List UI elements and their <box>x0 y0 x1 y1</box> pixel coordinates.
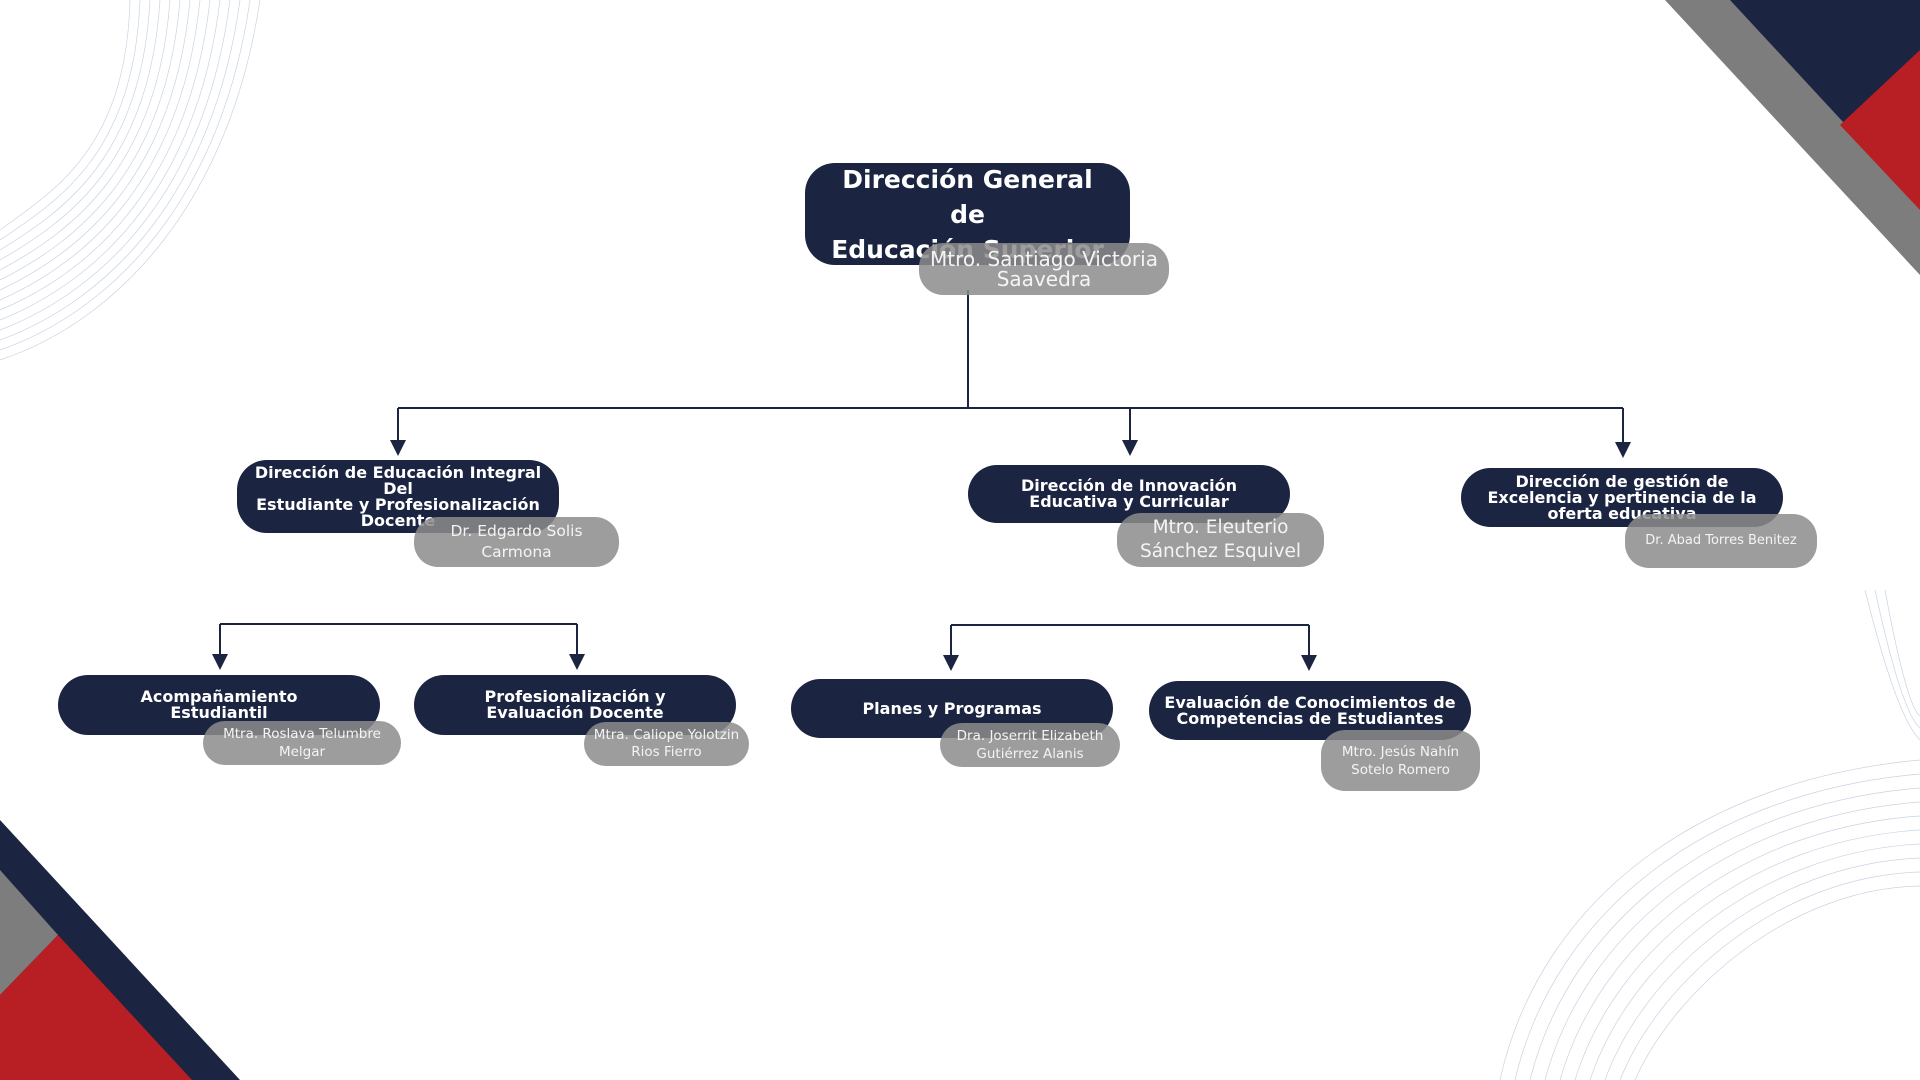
unit-4-person-line1: Mtro. Jesús Nahín <box>1341 743 1460 760</box>
wave-lines-top-left <box>0 0 261 361</box>
direction-3-person-line2: Benitez <box>1748 533 1797 548</box>
direction-3-person-line1: Dr. Abad Torres <box>1645 533 1744 548</box>
unit-4-title-line2: Competencias de Estudiantes <box>1176 708 1444 728</box>
root-person-line2: Victoria Saavedra <box>996 247 1158 291</box>
unit-4-person-line2: Sotelo Romero <box>1351 761 1450 778</box>
direction-2-title-line2: Educativa y Curricular <box>1029 492 1229 511</box>
direction-1-title-line1: Dirección de Educación Integral Del <box>254 462 542 498</box>
root-person-pill: Mtro. Santiago Victoria Saavedra <box>919 243 1169 295</box>
unit-1-person-line2: Melgar <box>278 744 326 760</box>
unit-3-person-line1: Dra. Joserrit Elizabeth <box>956 728 1104 744</box>
unit-4-title-line1: Evaluación de Conocimientos de <box>1164 692 1456 712</box>
unit-2-person-pill: Mtra. Caliope Yolotzin Rios Fierro <box>584 722 749 766</box>
direction-3-title-line2: Excelencia y pertinencia de la <box>1487 487 1757 507</box>
direction-2-person-line1: Mtro. Eleuterio <box>1152 517 1289 538</box>
unit-1-title-line2: Estudiantil <box>170 703 268 722</box>
unit-2-person-line2: Yolotzin Rios Fierro <box>631 727 740 760</box>
direction-1-title-line3: Docente <box>360 510 436 530</box>
unit-1-person-line1: Mtra. Roslava Telumbre <box>223 726 381 742</box>
unit-2-title-line1: Profesionalización y <box>484 687 666 706</box>
connector-lines <box>212 290 1631 671</box>
corner-shape-bottom-left <box>0 820 240 1080</box>
direction-node-innovation[interactable]: Dirección de Innovación Educativa y Curr… <box>968 465 1290 523</box>
direction-3-person-pill: Dr. Abad Torres Benitez <box>1625 514 1817 568</box>
direction-1-person-line1: Dr. Edgardo Solis <box>450 522 583 540</box>
unit-node-knowledge-evaluation[interactable]: Evaluación de Conocimientos de Competenc… <box>1149 681 1471 740</box>
unit-3-person-line2: Gutiérrez Alanis <box>976 746 1084 762</box>
direction-3-title-line1: Dirección de gestión de <box>1515 471 1729 491</box>
direction-1-person-pill: Dr. Edgardo Solis Carmona <box>414 517 619 567</box>
direction-2-person-pill: Mtro. Eleuterio Sánchez Esquivel <box>1117 513 1324 567</box>
direction-2-title-line1: Dirección de Innovación <box>1020 476 1238 495</box>
direction-1-title-line2: Estudiante y Profesionalización <box>256 494 540 514</box>
corner-shape-top-right <box>1665 0 1920 275</box>
unit-2-title-line2: Evaluación Docente <box>486 703 664 722</box>
unit-1-title-line1: Acompañamiento <box>140 687 298 706</box>
unit-3-title-line1: Planes y Programas <box>862 698 1042 718</box>
direction-2-person-line2: Sánchez Esquivel <box>1139 541 1302 562</box>
direction-1-person-line2: Carmona <box>481 543 552 561</box>
root-person-line1: Mtro. Santiago <box>930 247 1076 271</box>
unit-4-person-pill: Mtro. Jesús Nahín Sotelo Romero <box>1321 730 1480 791</box>
wave-lines-bottom-right <box>1499 589 1920 1080</box>
unit-3-person-pill: Dra. Joserrit Elizabeth Gutiérrez Alanis <box>940 723 1120 767</box>
unit-2-person-line1: Mtra. Caliope <box>593 727 684 743</box>
unit-1-person-pill: Mtra. Roslava Telumbre Melgar <box>203 721 401 765</box>
root-title-line1: Dirección General de <box>842 164 1093 229</box>
